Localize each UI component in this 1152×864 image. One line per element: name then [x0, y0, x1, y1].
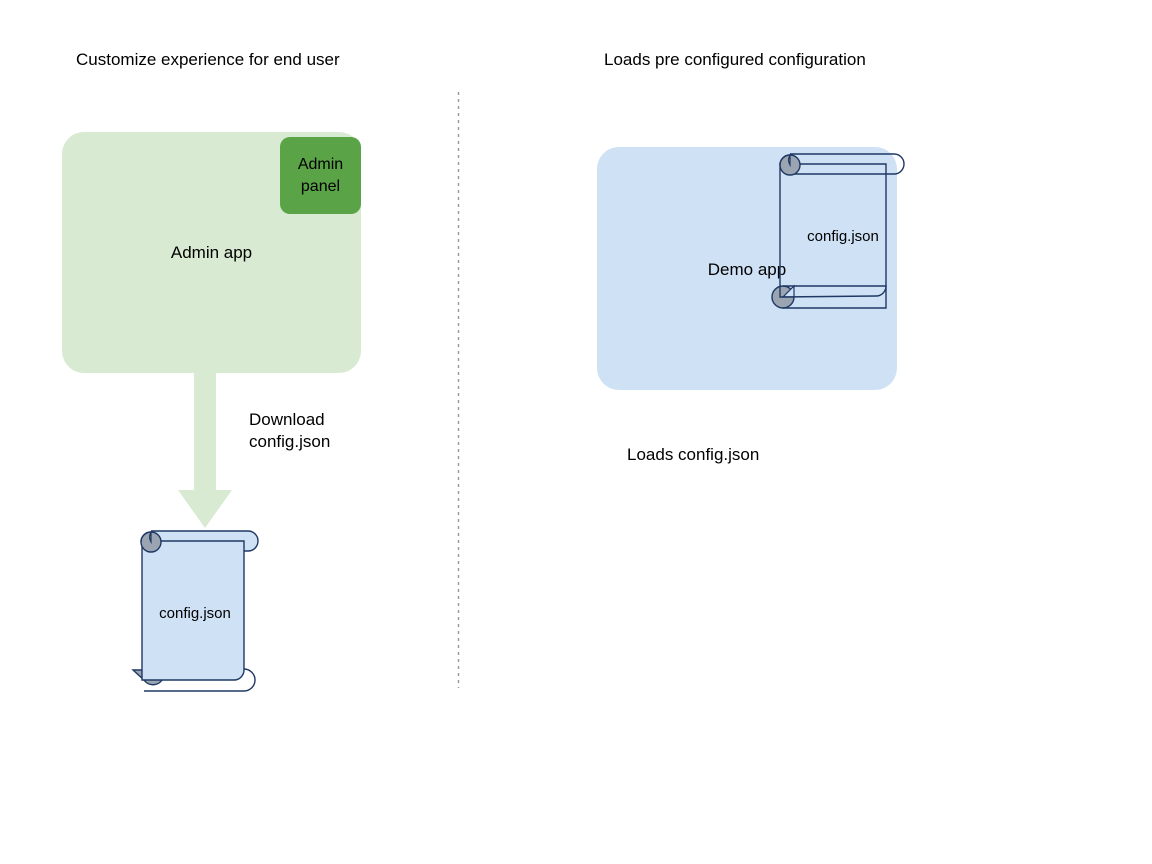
scroll-bottom-band: [783, 285, 887, 309]
download-arrow-label: Download config.json: [249, 409, 330, 453]
vertical-dotted-divider: [457, 92, 460, 688]
config-json-document-left[interactable]: config.json: [120, 528, 270, 692]
admin-panel-label: Admin panel: [298, 154, 343, 198]
download-arrow-label-line1: Download: [249, 410, 325, 429]
right-column-heading: Loads pre configured configuration: [604, 50, 866, 69]
scroll-top-curl-notch: [149, 529, 152, 545]
scroll-top-curl-arc: [779, 154, 791, 166]
left-column-heading: Customize experience for end user: [76, 50, 340, 69]
divider-line: [457, 92, 460, 688]
admin-app-label: Admin app: [170, 243, 253, 262]
scroll-top-curl-notch: [788, 152, 791, 168]
scroll-bottom-band: [144, 668, 256, 692]
download-arrow-svg: [178, 360, 232, 528]
download-arrow-label-line2: config.json: [249, 432, 331, 451]
scroll-sheet: [141, 540, 245, 681]
scroll-sheet: [779, 163, 887, 298]
admin-panel-chip[interactable]: Admin panel: [280, 137, 361, 214]
scroll-document-icon: [131, 529, 259, 692]
demo-app-label: Demo app: [707, 260, 787, 279]
scroll-document-icon: [771, 152, 905, 309]
download-arrow: [170, 360, 250, 540]
admin-panel-label-line2: panel: [300, 177, 341, 195]
config-json-document-right[interactable]: config.json: [768, 152, 918, 309]
scroll-top-curl-arc: [140, 531, 152, 543]
arrow-shape: [178, 360, 232, 528]
admin-panel-label-line1: Admin: [297, 155, 344, 173]
demo-app-box[interactable]: Demo app: [597, 147, 897, 390]
scroll-top-band: [790, 153, 905, 175]
loads-config-caption: Loads config.json: [627, 445, 760, 464]
